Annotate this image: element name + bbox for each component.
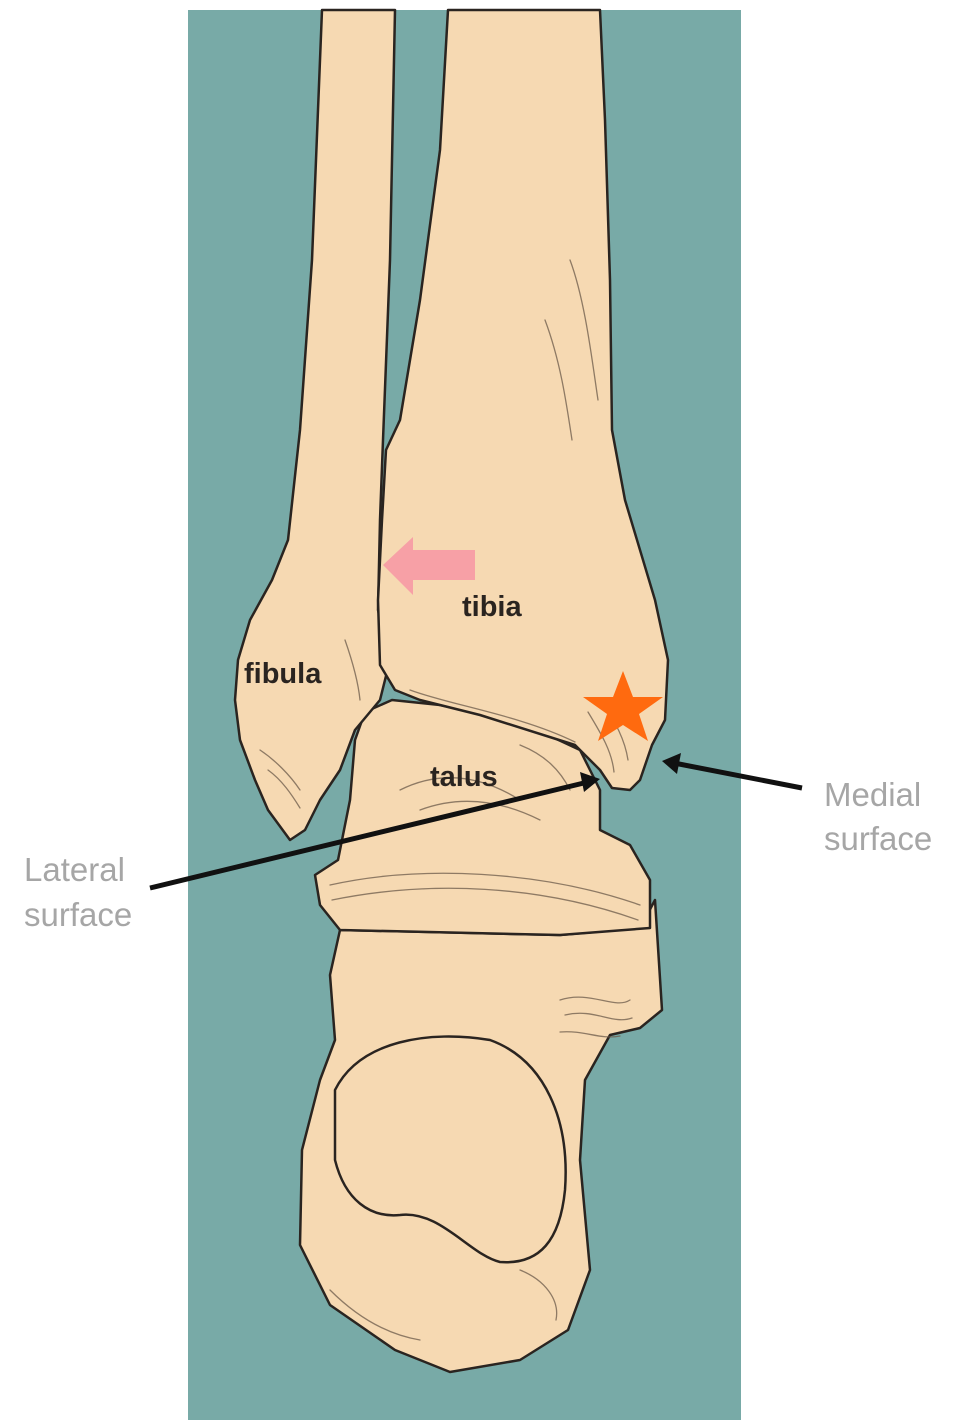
fibula-label: fibula: [244, 658, 322, 690]
lateral-surface-label: Lateral surface: [24, 851, 134, 933]
medial-surface-label-line1: Medial: [824, 776, 921, 813]
talus-label: talus: [430, 761, 498, 793]
tibia-label: tibia: [462, 591, 522, 623]
lateral-surface-label-line2: surface: [24, 896, 132, 933]
medial-surface-label: Medial surface: [824, 776, 932, 857]
medial-surface-label-line2: surface: [824, 820, 932, 857]
lateral-surface-label-line1: Lateral: [24, 851, 125, 888]
